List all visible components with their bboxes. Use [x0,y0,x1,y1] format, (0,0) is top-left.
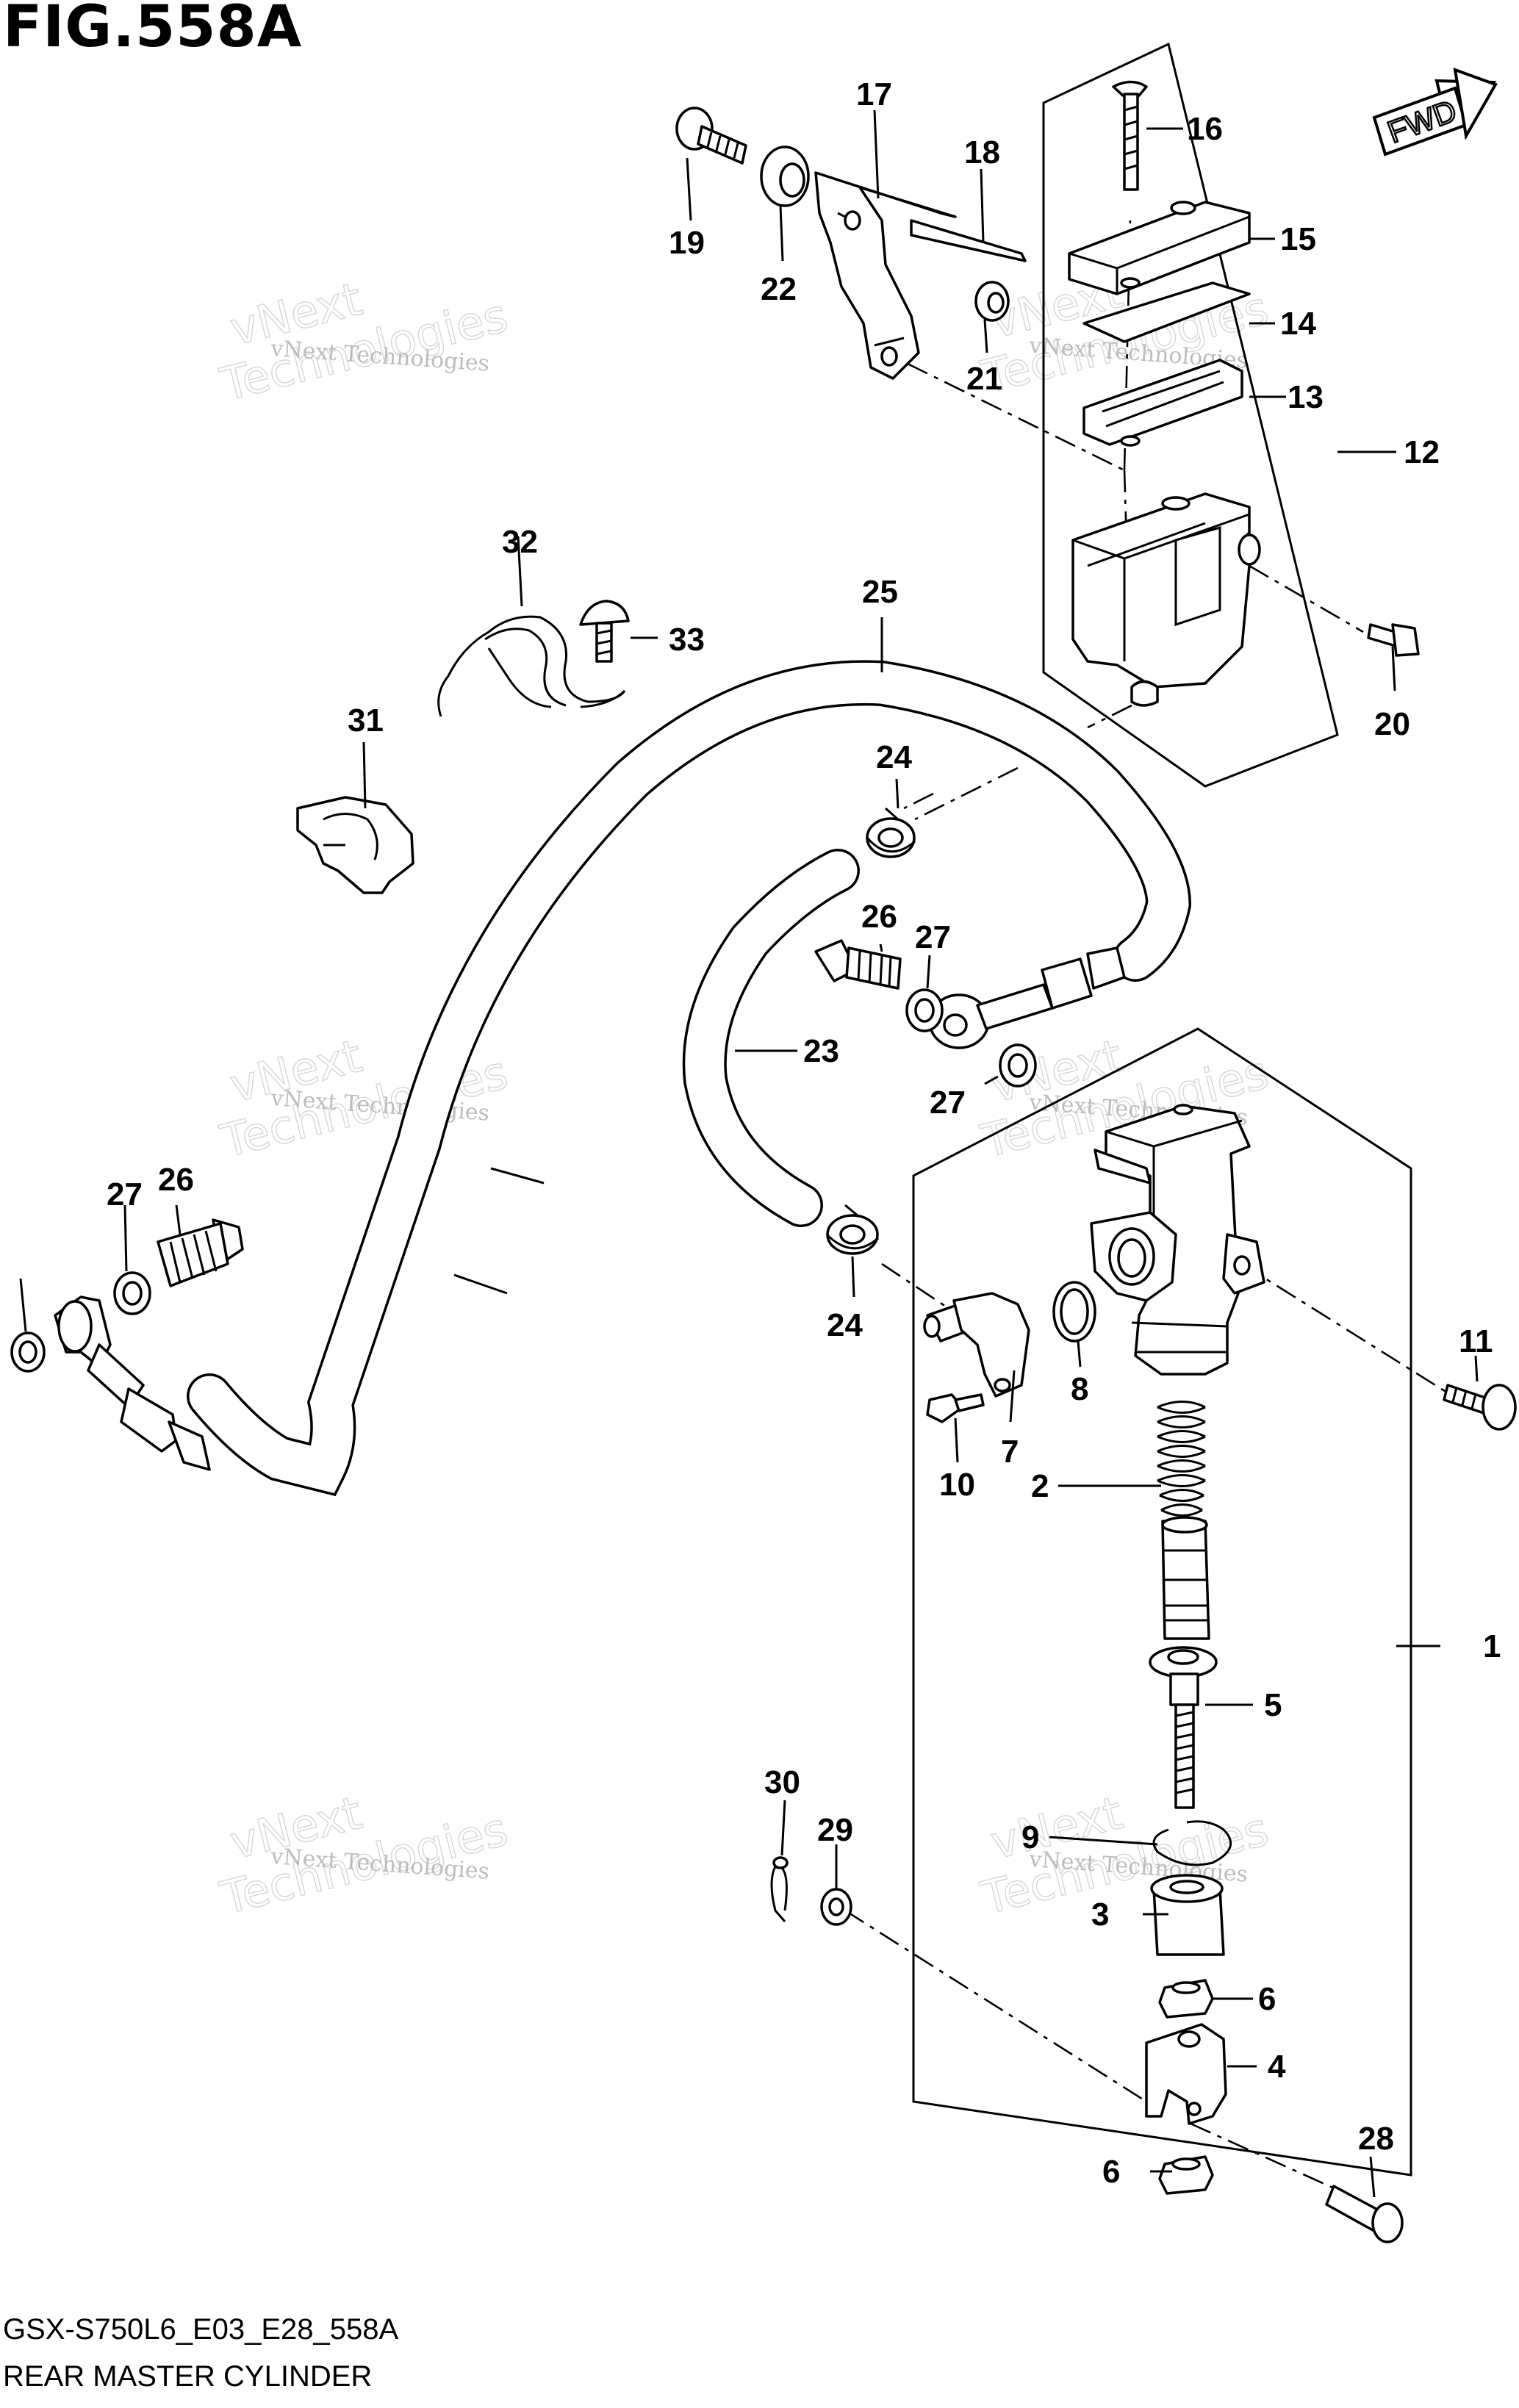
part-27-washer [10,1331,46,1373]
callout-28: 28 [1358,2121,1394,2157]
callout-26: 26 [158,1162,194,1198]
part-33-screw [579,600,630,663]
callout-12: 12 [1404,434,1440,470]
part-11-bolt [1443,1384,1517,1431]
part-7-inlet-joint [923,1292,1030,1398]
callout-10: 10 [939,1467,975,1503]
part-24-hose-clamp [866,807,916,858]
part-27-washer [113,1271,151,1315]
callout-25: 25 [862,574,898,610]
part-28-clevis-pin [1325,2185,1404,2243]
callout-11: 11 [1459,1323,1493,1359]
brake-hose-fitting-upper [928,946,1126,1049]
callout-1: 1 [1483,1628,1501,1664]
callout-18: 18 [964,134,1000,170]
part-10-screw [926,1393,985,1423]
part-17-bracket [814,171,957,380]
watermark-group: vNext Technologies vNext Technologies vN… [215,264,1274,1926]
part-20-bolt [1367,623,1420,657]
callout-15: 15 [1280,221,1316,257]
callout-7: 7 [1001,1434,1019,1470]
forward-arrow-badge: FWD [1372,67,1498,157]
part-13-diaphragm [1082,359,1243,447]
part-2-spring [1157,1401,1206,1517]
callout-8: 8 [1071,1371,1088,1407]
callout-26: 26 [861,899,897,935]
callout-24: 24 [827,1307,863,1343]
part-6-nut [1158,2155,1214,2195]
part-22-grommet [760,145,810,207]
callout-22: 22 [761,271,797,307]
leader-lines [19,109,1479,2198]
callout-2: 2 [1031,1468,1049,1504]
part-26-banjo-bolt-lower [157,1218,244,1287]
callout-33: 33 [669,622,705,658]
part-8-o-ring [1052,1281,1096,1343]
part-31-hose-holder [296,796,414,894]
part-4-clevis [1145,2023,1227,2125]
part-6-nut [1158,1979,1214,2019]
figure-name: REAR MASTER CYLINDER [3,2360,373,2393]
callout-27: 27 [930,1085,966,1121]
callout-31: 31 [348,702,384,738]
figure-title: FIG.558A [3,0,303,60]
part-18-pin [910,219,1027,262]
part-27-washer [999,1043,1037,1088]
figure-code: GSX-S750L6_E03_E28_558A [3,2313,399,2346]
part-21-collar [974,281,1010,322]
callout-27: 27 [107,1176,143,1212]
callout-9: 9 [1021,1819,1039,1855]
part-24-hose-clamp [825,1204,879,1255]
part-3-boot [1150,1874,1225,1956]
part-30-cotter-pin [770,1856,789,1922]
part-15-reservoir-cap [1068,201,1251,295]
callout-13: 13 [1288,379,1324,415]
part-29-washer [820,1888,852,1926]
part-5-push-rod [1149,1646,1218,1809]
callout-6: 6 [1102,2154,1120,2190]
callout-3: 3 [1091,1897,1109,1933]
callout-21: 21 [966,361,1002,397]
callout-4: 4 [1268,2049,1286,2085]
callout-19: 19 [669,225,705,261]
brake-hose-fitting-lower [54,1295,211,1471]
callout-labels: 1 2 3 4 5 6 6 7 8 9 10 11 12 13 14 15 16… [107,76,1501,2190]
part-23-hose [682,849,860,1227]
callout-16: 16 [1187,111,1223,147]
callout-27: 27 [915,919,951,955]
piston-assembly [1161,1516,1210,1640]
part-25-hose [187,660,1192,1497]
callout-24: 24 [876,739,912,775]
callout-29: 29 [817,1812,853,1848]
callout-32: 32 [502,524,538,560]
part-14-plate [1082,281,1251,343]
callout-14: 14 [1280,306,1316,342]
part-27-washer [905,988,944,1032]
callout-17: 17 [856,76,892,112]
reservoir-assembly-box [1042,42,1339,788]
callout-20: 20 [1374,706,1410,742]
part-1-master-cylinder-body [1090,1104,1265,1376]
callout-23: 23 [803,1033,839,1069]
part-12-reservoir-body [1071,492,1261,707]
callout-5: 5 [1264,1687,1282,1723]
callout-30: 30 [764,1764,800,1800]
callout-6: 6 [1258,1981,1276,2017]
part-32-spring-clip [437,615,626,717]
part-16-screw [1112,80,1148,191]
master-cylinder-assembly-box [912,1027,1412,2177]
part-9-circlip [1152,1820,1232,1866]
part-26-banjo-bolt-upper [814,939,902,990]
part-19-bolt [675,107,747,165]
